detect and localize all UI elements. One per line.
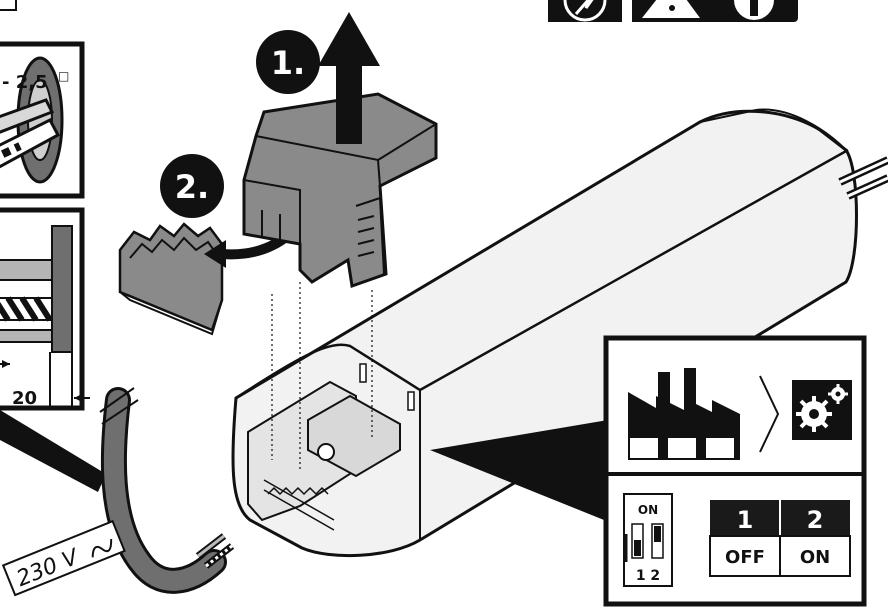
gears-icon — [792, 380, 852, 440]
strip-length-label: 20 — [12, 388, 37, 409]
dip-numbers-label: 1 2 — [636, 568, 660, 584]
supply-cable: 230 V — [0, 387, 235, 597]
cable-gland-inset: - 2,5 □ — [0, 41, 85, 199]
step-2-label: 2. — [175, 168, 209, 206]
terminal-cover — [242, 92, 438, 289]
corner-marker — [0, 0, 17, 11]
factory-icon — [628, 368, 740, 460]
terminal-block — [118, 222, 224, 336]
step-2-badge: 2. — [160, 154, 224, 218]
table-value-1: OFF — [725, 547, 765, 568]
table-header-1: 1 — [737, 506, 754, 534]
cross-section-label: - 2,5 — [2, 72, 48, 93]
dip-on-label: ON — [638, 503, 658, 517]
table-value-2: ON — [800, 547, 830, 568]
step-1-badge: 1. — [256, 30, 320, 94]
arrow-up-icon — [318, 12, 380, 144]
step-1-label: 1. — [271, 44, 305, 82]
chevron-right-icon — [759, 375, 780, 453]
cross-section-unit: □ — [58, 69, 69, 83]
dip-switch-icon: ON 1 2 — [623, 493, 673, 587]
strip-length-inset: 20 — [0, 207, 90, 411]
dip-settings-table: 1 2 OFF ON — [709, 500, 851, 577]
callout-wedge — [430, 420, 608, 520]
driver-housing — [231, 108, 888, 558]
table-header-2: 2 — [807, 506, 824, 534]
safety-icons — [548, 0, 798, 22]
warning-triangle-icon — [632, 0, 718, 22]
no-live-work-icon — [548, 0, 622, 22]
read-manual-icon — [712, 0, 798, 22]
factory-setting-panel: ON 1 2 1 2 OFF ON — [603, 335, 867, 607]
